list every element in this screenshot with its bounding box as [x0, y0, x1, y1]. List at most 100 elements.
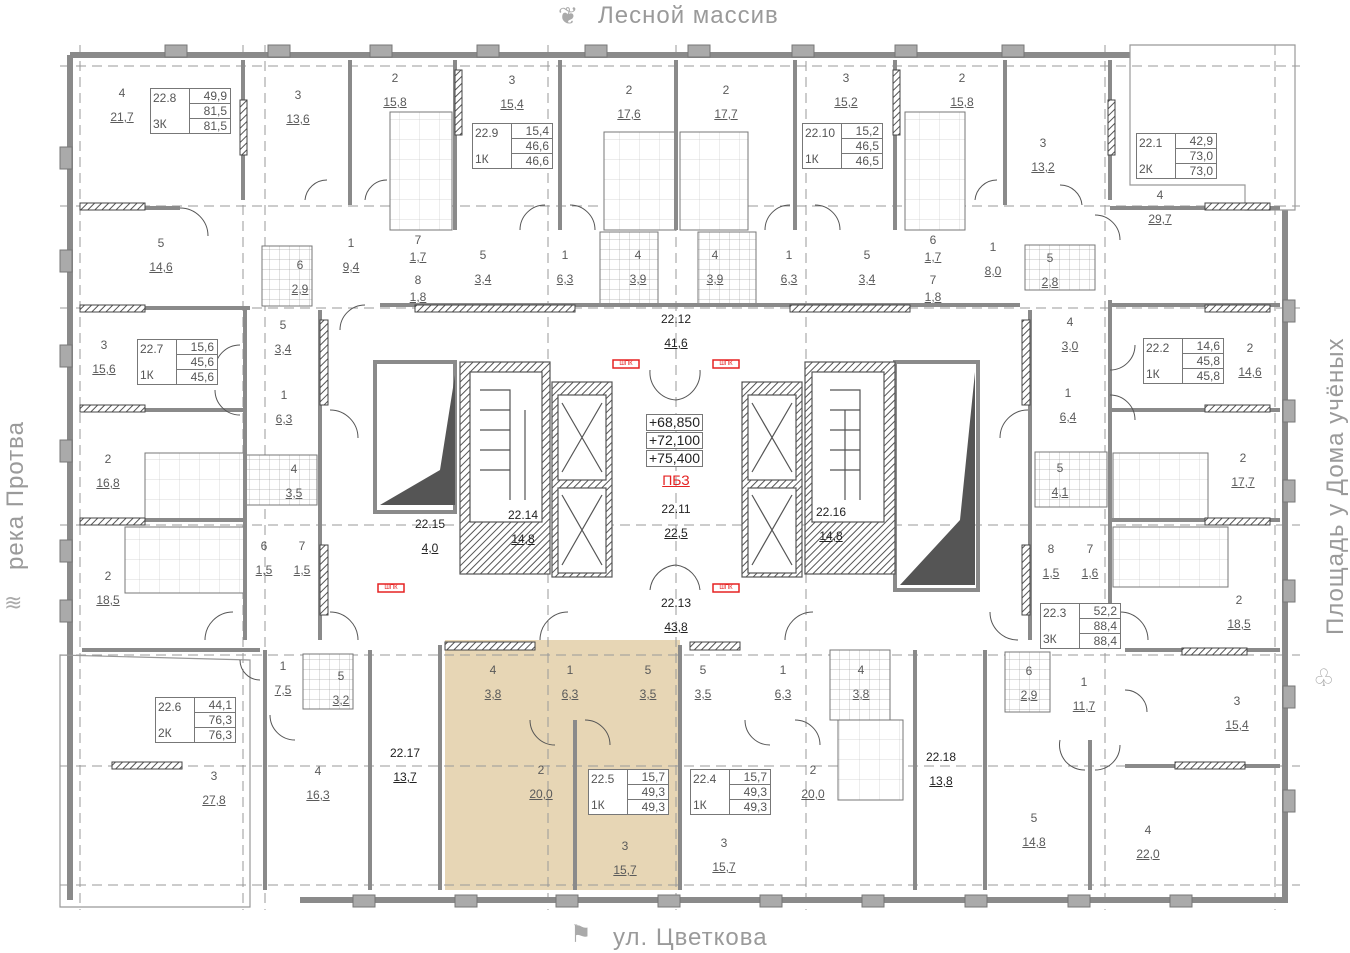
water-waves-icon: ≋ [4, 590, 23, 615]
room-area: 3,8 [852, 687, 870, 701]
room-number: 3 [842, 71, 850, 85]
shk-label: ШПК [719, 361, 733, 367]
apartment-type: 1К [140, 368, 154, 382]
common-area-value: 13,8 [929, 774, 953, 788]
total-area: 73,0 [1176, 149, 1216, 164]
room-number: 7 [929, 273, 937, 287]
total-area: 81,5 [190, 104, 230, 119]
apartment-type: 1К [475, 152, 489, 166]
common-area-value: 43,8 [664, 620, 688, 634]
common-area-value: 13,7 [393, 770, 417, 784]
total-area: 88,4 [1080, 619, 1120, 634]
common-area-value: 4,0 [421, 541, 439, 555]
west-label: река Протва [2, 421, 29, 570]
common-area-value: 14,8 [511, 532, 535, 546]
room-number: 1 [561, 248, 569, 262]
room-area: 1,7 [409, 250, 427, 264]
room-area: 16,3 [306, 788, 330, 802]
apartment-type: 1К [591, 798, 605, 812]
room-number: 4 [314, 764, 322, 778]
room-area: 6,3 [561, 687, 579, 701]
apartment-number: 22.3 [1043, 606, 1067, 620]
room-area: 15,4 [500, 97, 524, 111]
total-area-full: 46,6 [525, 154, 549, 168]
room-number: 4 [1066, 315, 1074, 329]
room-number: 2 [1239, 451, 1247, 465]
common-area-value: 14,8 [819, 529, 843, 543]
common-area-id: 22.17 [389, 746, 421, 760]
room-number: 4 [1144, 823, 1152, 837]
apartment-type: 2К [1139, 162, 1153, 176]
room-number: 1 [779, 663, 787, 677]
apartment-number: 22.1 [1139, 136, 1163, 150]
room-area: 15,6 [92, 362, 116, 376]
apartment-type: 2К [158, 726, 172, 740]
room-area: 15,2 [834, 95, 858, 109]
room-area: 2,9 [1020, 688, 1038, 702]
room-number: 5 [1030, 811, 1038, 825]
apartment-type: 3К [1043, 632, 1057, 646]
room-area: 3,5 [639, 687, 657, 701]
room-area: 13,6 [286, 112, 310, 126]
room-number: 1 [785, 248, 793, 262]
total-area: 45,6 [177, 355, 217, 370]
room-area: 1,5 [1042, 566, 1060, 580]
room-area: 6,3 [275, 412, 293, 426]
room-number: 2 [625, 83, 633, 97]
shaft-fill-left [380, 375, 455, 505]
common-area-id: 22.18 [925, 750, 957, 764]
room-area: 6,4 [1059, 410, 1077, 424]
room-number: 2 [809, 763, 817, 777]
apartment-number: 22.9 [475, 126, 499, 140]
room-number: 6 [1025, 664, 1033, 678]
common-area-id: 22.16 [815, 505, 847, 519]
room-area: 11,7 [1072, 699, 1096, 713]
room-area: 27,8 [202, 793, 226, 807]
room-number: 2 [537, 763, 545, 777]
total-area: 49,3 [628, 785, 668, 800]
room-area: 6,3 [774, 687, 792, 701]
room-number: 4 [1156, 188, 1164, 202]
living-area: 52,2 [1080, 604, 1120, 619]
room-area: 1,5 [293, 563, 311, 577]
room-area: 3,0 [1061, 339, 1079, 353]
total-area-full: 88,4 [1093, 634, 1117, 648]
room-number: 4 [290, 462, 298, 476]
shk-label: ШПК [619, 361, 633, 367]
total-area-full: 81,5 [203, 119, 227, 133]
room-number: 5 [1046, 251, 1054, 265]
apartment-id-type: 22.1 2К [1137, 134, 1176, 178]
common-area-id: 22.13 [660, 596, 692, 610]
room-area: 2,9 [291, 282, 309, 296]
room-number: 5 [157, 236, 165, 250]
room-number: 1 [1064, 386, 1072, 400]
room-number: 3 [294, 88, 302, 102]
room-area: 3,8 [484, 687, 502, 701]
living-area: 14,6 [1183, 339, 1223, 354]
apartment-number: 22.8 [153, 91, 177, 105]
room-area: 6,3 [780, 272, 798, 286]
room-area: 20,0 [801, 787, 825, 801]
room-area: 18,5 [96, 593, 120, 607]
room-area: 3,9 [706, 272, 724, 286]
room-area: 3,4 [858, 272, 876, 286]
room-number: 6 [929, 233, 937, 247]
room-area: 9,4 [342, 260, 360, 274]
living-area: 15,4 [512, 124, 552, 139]
apartment-type: 1К [693, 798, 707, 812]
apartment-type: 3К [153, 117, 167, 131]
room-number: 8 [414, 273, 422, 287]
total-area: 46,6 [512, 139, 552, 154]
room-number: 2 [1235, 593, 1243, 607]
room-number: 6 [260, 539, 268, 553]
